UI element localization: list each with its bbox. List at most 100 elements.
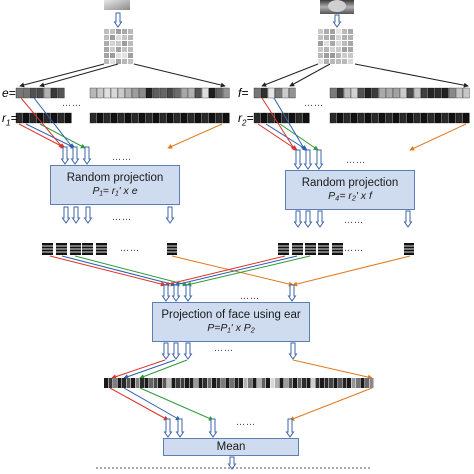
hollow-arrow <box>288 342 298 360</box>
e-vector-cell <box>187 87 195 99</box>
fan-line <box>39 63 119 88</box>
strip-cell <box>311 378 315 388</box>
hollow-arrows <box>60 146 413 470</box>
ear-patch <box>116 41 121 46</box>
strip-cell <box>360 378 365 388</box>
hollow-arrow <box>171 284 181 302</box>
strip-cell <box>153 378 158 388</box>
strip-cell <box>189 378 194 388</box>
ellipsis-f: …… <box>304 99 324 109</box>
colored-arrow <box>171 255 294 287</box>
strip-cell <box>324 378 329 388</box>
colored-arrow <box>111 359 166 380</box>
r1-vector-cell <box>117 112 125 124</box>
random-projection-formula-left: P₁= r₁' x e <box>92 185 138 197</box>
colored-arrow <box>123 359 176 379</box>
face-patch <box>348 29 353 34</box>
ear-patch <box>122 35 127 40</box>
projected-tile-stripe <box>305 245 316 247</box>
ear-patch <box>128 41 133 46</box>
strip-cell <box>207 378 212 388</box>
r1-vector-cell <box>215 112 223 124</box>
r1-vector-cell <box>36 112 44 124</box>
strip-cell <box>329 378 333 388</box>
r1-vector-cell <box>152 112 160 124</box>
colored-arrow <box>279 123 319 151</box>
r1-vector-cell <box>145 112 153 124</box>
strip-cell <box>171 378 176 388</box>
face-patch <box>336 47 341 52</box>
ellipsis-e: …… <box>62 99 82 109</box>
ear-patch <box>116 47 121 52</box>
r2-vector-cell <box>371 112 379 124</box>
f-vector-cell <box>288 87 296 99</box>
r2-vector-cell <box>295 112 303 124</box>
ear-patch <box>110 29 115 34</box>
r1-vector-cell <box>110 112 118 124</box>
r1-vector-cell <box>159 112 167 124</box>
strip-cell <box>365 378 369 388</box>
e-vector-cell <box>145 87 153 99</box>
e-vector-cell <box>57 87 65 99</box>
colored-arrow <box>261 97 296 151</box>
face-patch <box>318 35 323 40</box>
ellipsis-left-in: …… <box>112 153 132 163</box>
f-vector-cell <box>448 87 456 99</box>
f-vector-cell <box>378 87 386 99</box>
projected-tile-stripe <box>96 248 107 250</box>
strip-cell <box>234 378 239 388</box>
projected-tile-stripe <box>332 248 343 250</box>
ellipsis-left-out: …… <box>112 213 132 223</box>
strip-cell <box>117 378 122 388</box>
hollow-arrow <box>303 210 313 228</box>
strip-cell <box>297 378 302 388</box>
random-projection-box-left: Random projection P₁= r₁' x e <box>50 165 180 205</box>
f-vector-cell <box>267 87 275 99</box>
e-vector-cell <box>15 87 23 99</box>
strip-cell <box>369 378 374 388</box>
e-vector-cell <box>138 87 146 99</box>
ear-patch-grid <box>104 29 133 64</box>
fan-line <box>354 63 469 88</box>
face-patch <box>318 53 323 58</box>
strip-cell <box>140 378 144 388</box>
face-patch <box>330 53 335 58</box>
label-r1: r1= <box>2 111 17 127</box>
e-vector-cell <box>43 87 51 99</box>
face-patch <box>348 47 353 52</box>
strip-cell <box>104 378 108 388</box>
hollow-arrow <box>171 342 181 360</box>
r1-vector-cell <box>89 112 97 124</box>
f-vector-cell <box>455 87 463 99</box>
r1-vector-cell <box>96 112 104 124</box>
hollow-arrow <box>61 206 71 224</box>
projected-tile-stripe <box>332 245 343 247</box>
projected-tile-stripe <box>318 251 329 253</box>
strip-cell <box>284 378 288 388</box>
ear-patch <box>128 53 133 58</box>
r1-vector-cell <box>180 112 188 124</box>
f-vector-cell <box>420 87 428 99</box>
hollow-arrow <box>183 342 193 360</box>
hollow-arrow <box>314 149 324 170</box>
face-patch <box>330 35 335 40</box>
hollow-arrow <box>113 12 123 28</box>
f-vector-cell <box>462 87 470 99</box>
e-vector-cell <box>103 87 111 99</box>
face-patch <box>324 47 329 52</box>
strip-cell <box>266 378 270 388</box>
r2-vector-cell <box>385 112 393 124</box>
e-vector-cell <box>173 87 181 99</box>
ear-patch <box>122 59 127 64</box>
projected-tile-stripe <box>404 248 414 250</box>
strip-cell <box>144 378 149 388</box>
label-r1-text: r <box>2 111 6 125</box>
face-patch <box>342 59 347 64</box>
hollow-arrow <box>71 206 81 224</box>
face-patch <box>336 53 341 58</box>
ear-patch <box>116 53 121 58</box>
e-vector-cell <box>180 87 188 99</box>
colored-arrow <box>167 123 223 149</box>
